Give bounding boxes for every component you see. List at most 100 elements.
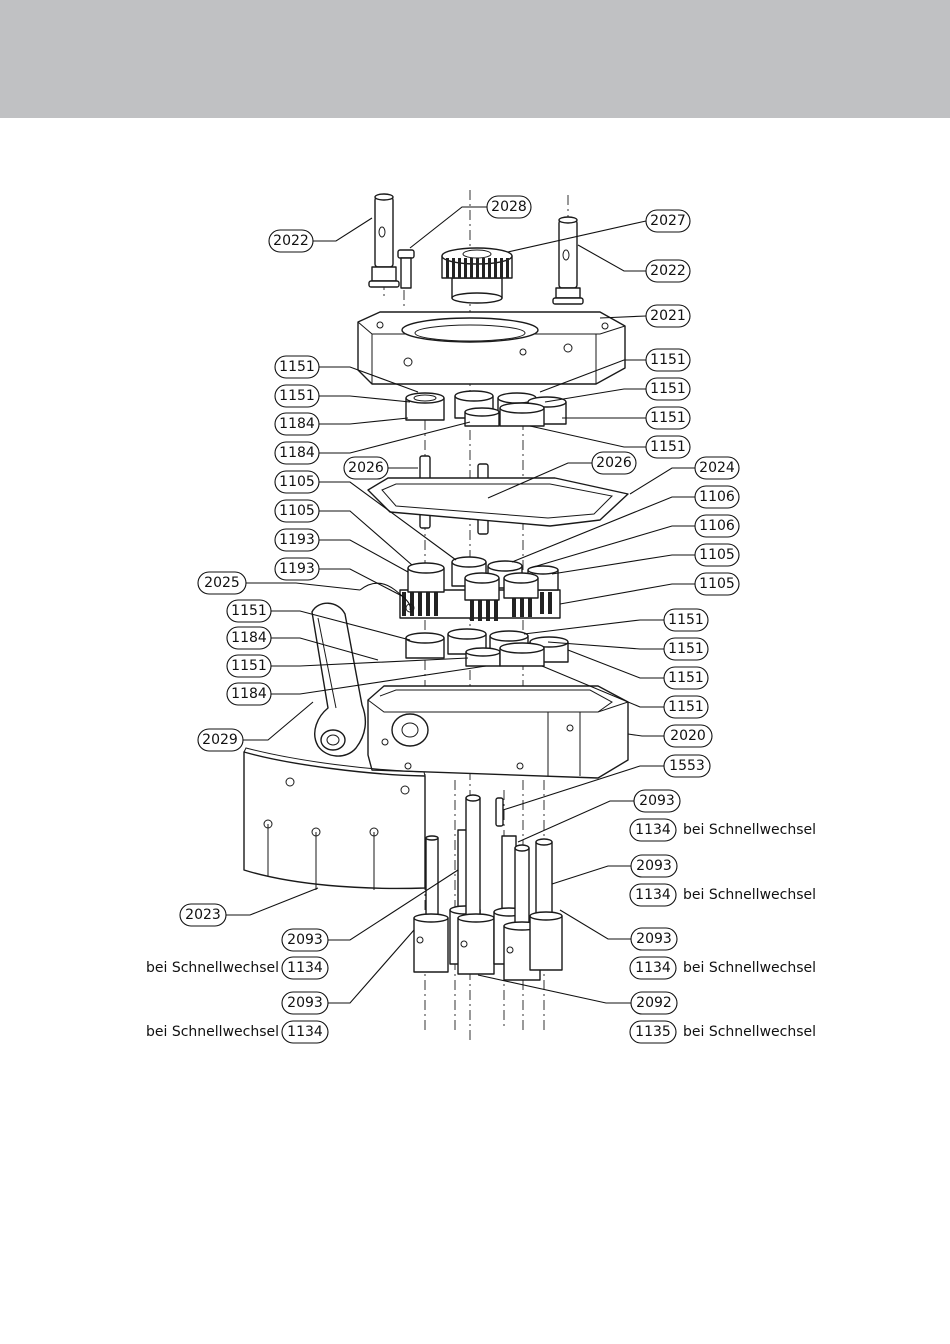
leader-lines (226, 206, 695, 1004)
note-right-1: bei Schnellwechsel (683, 822, 816, 838)
svg-text:1134: 1134 (635, 960, 671, 976)
svg-text:1134: 1134 (287, 1024, 323, 1040)
callout-1134-l1: 1134 (281, 956, 329, 980)
lever-2029 (311, 602, 367, 757)
svg-text:1184: 1184 (231, 630, 267, 646)
note-left-1: bei Schnellwechsel (146, 960, 279, 976)
callout-2027: 2027 (645, 209, 691, 233)
callout-2093-l1: 2093 (281, 928, 329, 952)
callout-1193-a: 1193 (274, 528, 320, 552)
svg-text:2093: 2093 (287, 995, 323, 1011)
callout-1151-a: 1151 (274, 355, 320, 379)
svg-text:1184: 1184 (279, 416, 315, 432)
lower-bearing-group (405, 628, 569, 667)
svg-text:2027: 2027 (650, 213, 686, 229)
svg-text:1151: 1151 (668, 612, 704, 628)
svg-text:1151: 1151 (231, 603, 267, 619)
callout-1184-b: 1184 (274, 441, 320, 465)
svg-text:2028: 2028 (491, 199, 527, 215)
callout-1184-a: 1184 (274, 412, 320, 436)
callout-2093-r2: 2093 (630, 854, 678, 878)
callout-2093-r1: 2093 (633, 789, 681, 813)
callout-2093-r3: 2093 (630, 927, 678, 951)
callout-1134-r2: 1134 (629, 883, 677, 907)
pin-2022-left (368, 193, 400, 288)
callout-1151-r7: 1151 (663, 666, 709, 690)
callout-2029: 2029 (197, 728, 244, 752)
guard-2023 (243, 747, 426, 890)
gasket-2024 (367, 477, 629, 527)
key-1553 (495, 797, 504, 827)
note-right-3: bei Schnellwechsel (683, 960, 816, 976)
header-bar (0, 0, 950, 118)
gear-2027-teeth (446, 258, 509, 278)
callout-1151-c: 1151 (226, 599, 272, 623)
svg-text:1151: 1151 (650, 439, 686, 455)
svg-text:1553: 1553 (669, 758, 705, 774)
callout-1151-r8: 1151 (663, 695, 709, 719)
callout-2022-right: 2022 (645, 259, 691, 283)
svg-text:1151: 1151 (668, 699, 704, 715)
callout-1151-r3: 1151 (645, 406, 691, 430)
callout-1151-r4: 1151 (645, 435, 691, 459)
callout-2023: 2023 (179, 903, 227, 927)
svg-text:2023: 2023 (185, 907, 221, 923)
svg-text:1151: 1151 (668, 641, 704, 657)
callout-1105-r1: 1105 (694, 543, 740, 567)
svg-text:1105: 1105 (699, 576, 735, 592)
callout-1151-d: 1151 (226, 654, 272, 678)
svg-text:1151: 1151 (231, 658, 267, 674)
upper-bearing-group (405, 390, 567, 427)
housing-2020 (367, 685, 629, 779)
note-right-2: bei Schnellwechsel (683, 887, 816, 903)
callout-1106-b: 1106 (694, 514, 740, 538)
note-right-4: bei Schnellwechsel (683, 1024, 816, 1040)
callout-2020: 2020 (663, 724, 713, 748)
svg-text:2093: 2093 (287, 932, 323, 948)
svg-text:2026: 2026 (596, 455, 632, 471)
svg-text:2024: 2024 (699, 460, 735, 476)
callout-1553: 1553 (663, 754, 711, 778)
svg-text:2029: 2029 (202, 732, 238, 748)
callout-1151-b: 1151 (274, 384, 320, 408)
svg-text:1151: 1151 (650, 352, 686, 368)
svg-text:1193: 1193 (279, 561, 315, 577)
svg-text:2093: 2093 (636, 858, 672, 874)
svg-text:2093: 2093 (639, 793, 675, 809)
svg-text:1105: 1105 (279, 503, 315, 519)
callouts: 2022 2028 2027 2022 2021 1151 1151 1184 … (179, 195, 740, 1044)
callout-2026-b: 2026 (591, 451, 637, 475)
gear-2027 (441, 247, 513, 304)
svg-text:1151: 1151 (279, 388, 315, 404)
callout-1151-r1: 1151 (645, 348, 691, 372)
svg-text:2025: 2025 (204, 575, 240, 591)
svg-text:2020: 2020 (670, 728, 706, 744)
callout-1134-l2: 1134 (281, 1020, 329, 1044)
svg-text:2022: 2022 (273, 233, 309, 249)
callout-2021: 2021 (645, 304, 691, 328)
callout-2022-left: 2022 (268, 229, 314, 253)
note-left-2: bei Schnellwechsel (146, 1024, 279, 1040)
svg-text:1134: 1134 (635, 887, 671, 903)
callout-1105-r2: 1105 (694, 572, 740, 596)
svg-text:1184: 1184 (231, 686, 267, 702)
svg-text:1106: 1106 (699, 489, 735, 505)
callout-2093-l2: 2093 (281, 991, 329, 1015)
gear-train-teeth (402, 592, 552, 621)
svg-text:1151: 1151 (668, 670, 704, 686)
pin-2028 (397, 249, 415, 289)
callout-1151-r2: 1151 (645, 377, 691, 401)
callout-1135: 1135 (629, 1020, 677, 1044)
svg-text:1105: 1105 (279, 474, 315, 490)
svg-text:2022: 2022 (650, 263, 686, 279)
callout-2025: 2025 (197, 571, 247, 595)
shafts-2093-2092 (413, 794, 563, 981)
svg-text:1135: 1135 (635, 1024, 671, 1040)
callout-1151-r6: 1151 (663, 637, 709, 661)
svg-text:1184: 1184 (279, 445, 315, 461)
callout-1105-a: 1105 (274, 470, 320, 494)
callout-2092: 2092 (630, 991, 678, 1015)
svg-text:2093: 2093 (636, 931, 672, 947)
pin-2022-right (552, 216, 584, 305)
